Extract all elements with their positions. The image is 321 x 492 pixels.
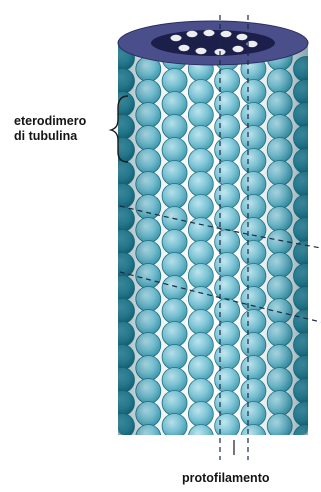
- lumen-bead: [187, 31, 198, 37]
- lumen-bead: [221, 31, 232, 37]
- protofilament-label: protofilamento: [182, 471, 270, 486]
- lumen-bead: [233, 46, 244, 52]
- lumen-bead: [196, 48, 207, 54]
- lumen-bead: [171, 35, 182, 41]
- lumen-bead: [237, 34, 248, 40]
- lumen-bead: [204, 30, 215, 36]
- cylinder-shading: [118, 40, 308, 435]
- heterodimer-label-line1: eterodimero: [14, 114, 86, 129]
- lumen-bead: [179, 45, 190, 51]
- lumen-top: [118, 21, 308, 65]
- heterodimer-label-line2: di tubulina: [14, 129, 86, 144]
- heterodimer-label: eterodimero di tubulina: [14, 114, 86, 144]
